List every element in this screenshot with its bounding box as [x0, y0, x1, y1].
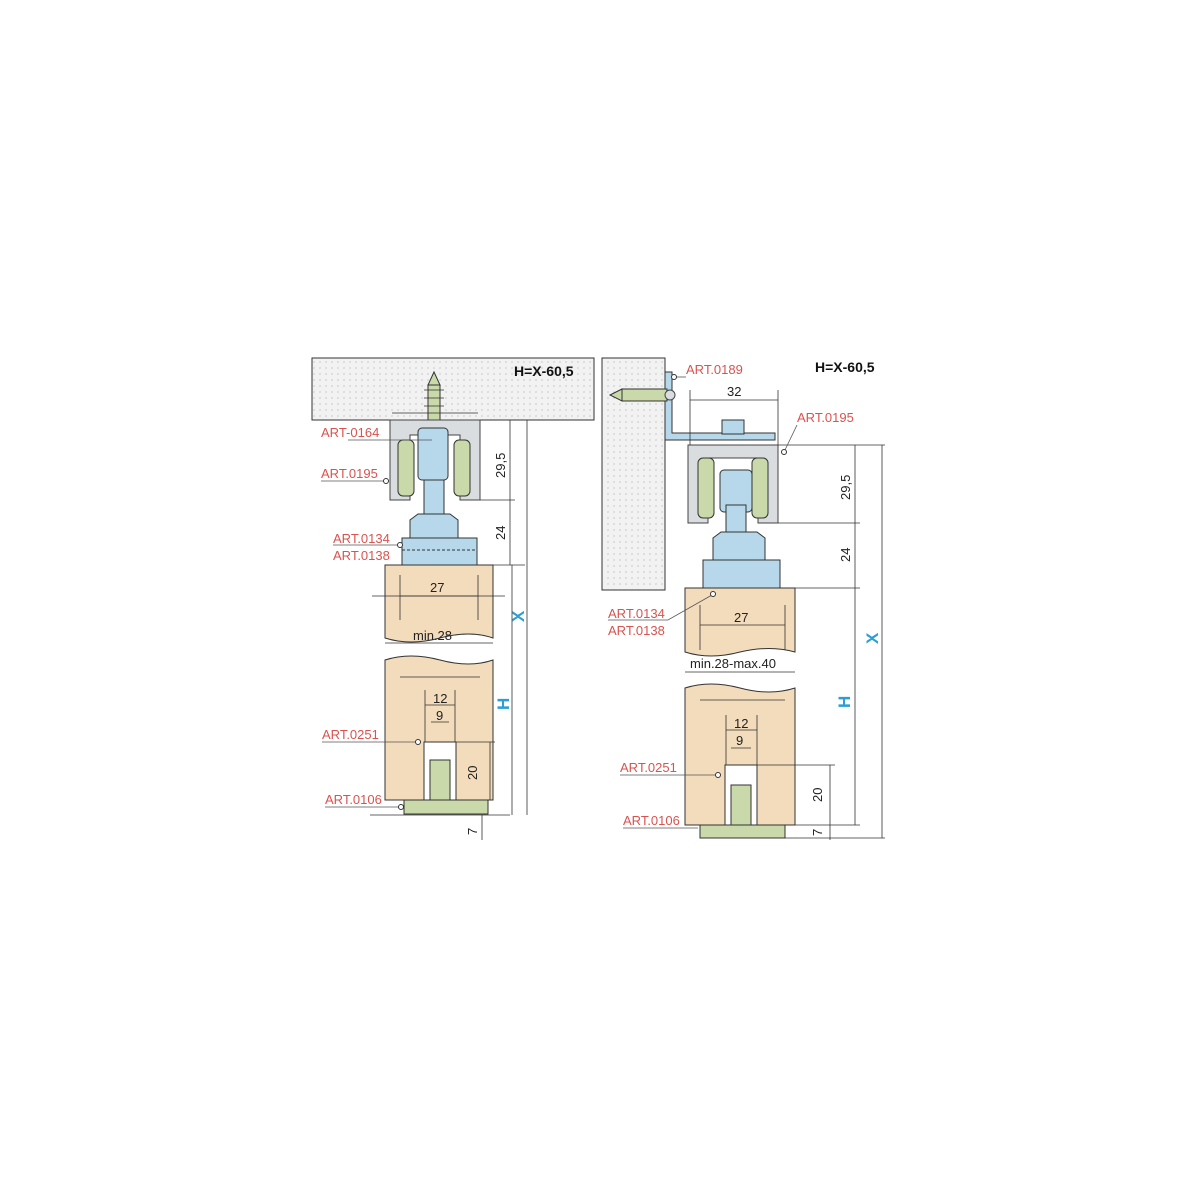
label-art-0134: ART.0134	[608, 606, 665, 621]
dim-7: 7	[810, 829, 825, 836]
mounting-plate	[401, 537, 478, 566]
screw-icon	[608, 388, 676, 402]
floor-guide	[403, 799, 489, 815]
dim-9: 9	[736, 733, 743, 748]
angle-bracket	[664, 371, 776, 441]
door-top	[384, 564, 494, 643]
label-art-0189: ART.0189	[686, 362, 743, 377]
left-ceiling-mount-drawing	[311, 357, 595, 840]
dim-24: 24	[493, 526, 508, 540]
mounting-plate	[702, 559, 781, 589]
dim-24: 24	[838, 548, 853, 562]
door-bottom	[384, 655, 494, 801]
dim-9: 9	[436, 708, 443, 723]
dim-20: 20	[810, 788, 825, 802]
dim-32: 32	[727, 384, 741, 399]
dim-20: 20	[465, 766, 480, 780]
dim-x: X	[509, 610, 528, 622]
dim-min-max: min.28-max.40	[690, 656, 776, 671]
left-formula: H=X-60,5	[514, 363, 574, 379]
label-art-0106: ART.0106	[623, 813, 680, 828]
label-art-0138: ART.0138	[608, 623, 665, 638]
right-formula: H=X-60,5	[815, 359, 875, 375]
dim-12: 12	[734, 716, 748, 731]
nut	[712, 531, 766, 561]
door-top	[684, 587, 796, 657]
screw-icon	[424, 370, 444, 424]
label-art-0195: ART.0195	[321, 466, 378, 481]
label-art-0164: ART-0164	[321, 425, 379, 440]
dim-29-5: 29,5	[493, 453, 508, 478]
label-art-0251: ART.0251	[620, 760, 677, 775]
ceiling	[311, 357, 595, 421]
label-art-0106: ART.0106	[325, 792, 382, 807]
dim-27: 27	[734, 610, 748, 625]
dim-h: H	[494, 698, 513, 710]
floor-guide	[699, 824, 786, 839]
dim-12: 12	[433, 691, 447, 706]
label-art-0251: ART.0251	[322, 727, 379, 742]
label-art-0138: ART.0138	[333, 548, 390, 563]
wheel	[397, 439, 415, 497]
dim-29-5: 29,5	[838, 475, 853, 500]
dim-27: 27	[430, 580, 444, 595]
wheel	[453, 439, 471, 497]
dim-min: min.28	[413, 628, 452, 643]
label-art-0134: ART.0134	[333, 531, 390, 546]
door-bottom	[684, 683, 796, 826]
wheel	[697, 457, 715, 519]
label-art-0195: ART.0195	[797, 410, 854, 425]
roller-carriage	[417, 427, 449, 481]
dim-7: 7	[465, 828, 480, 835]
right-wall-mount-drawing	[601, 357, 885, 840]
nut	[409, 513, 459, 539]
dim-h: H	[835, 696, 854, 708]
dim-x: X	[863, 632, 882, 644]
wheel	[751, 457, 769, 519]
